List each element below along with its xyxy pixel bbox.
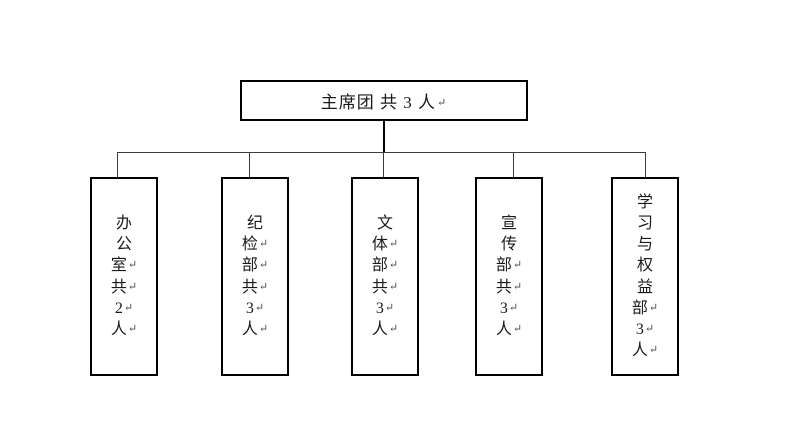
label-glyph: 文 — [376, 215, 393, 233]
label-glyph: 人↵ — [371, 320, 399, 338]
label-glyph: 纪 — [246, 215, 263, 233]
connector-drop-culture-sports — [383, 152, 384, 178]
label-glyph: 共↵ — [241, 278, 269, 296]
label-glyph: 部↵ — [631, 299, 659, 317]
return-mark-icon: ↵ — [258, 280, 269, 293]
label-glyph: 3↵ — [245, 299, 265, 317]
label-glyph: 共↵ — [110, 278, 138, 296]
label-glyph: 部↵ — [371, 257, 399, 275]
connector-root-stem — [383, 121, 385, 153]
label-glyph: 宣 — [500, 215, 517, 233]
label-glyph: 共↵ — [371, 278, 399, 296]
label-glyph: 益 — [636, 278, 653, 296]
return-mark-icon: ↵ — [512, 280, 523, 293]
connector-drop-office — [117, 152, 118, 178]
connector-drop-discipline-inspection — [249, 152, 250, 178]
return-mark-icon: ↵ — [258, 322, 269, 335]
label-glyph: 权 — [636, 257, 653, 275]
label-glyph: 传 — [500, 236, 517, 254]
return-mark-icon: ↵ — [254, 301, 265, 314]
return-mark-icon: ↵ — [127, 322, 138, 335]
return-mark-icon: ↵ — [123, 301, 134, 314]
return-mark-icon: ↵ — [384, 301, 395, 314]
label-glyph: 公 — [115, 236, 132, 254]
return-mark-icon: ↵ — [512, 259, 523, 272]
label-glyph: 室↵ — [110, 257, 138, 275]
label-glyph: 3↵ — [499, 299, 519, 317]
child-node-study-and-rights-label: 学习与权益部↵ 3↵ 人↵ — [613, 179, 677, 374]
child-node-discipline-inspection-label: 纪检↵ 部↵ 共↵ 3↵ 人↵ — [223, 179, 287, 374]
label-glyph: 人↵ — [110, 320, 138, 338]
label-glyph: 人↵ — [631, 341, 659, 359]
child-node-discipline-inspection[interactable]: 纪检↵ 部↵ 共↵ 3↵ 人↵ — [221, 177, 289, 376]
label-glyph: 办 — [115, 215, 132, 233]
label-glyph: 3↵ — [375, 299, 395, 317]
label-glyph: 2↵ — [114, 299, 134, 317]
child-node-study-and-rights[interactable]: 学习与权益部↵ 3↵ 人↵ — [611, 177, 679, 376]
return-mark-icon: ↵ — [258, 238, 269, 251]
label-glyph: 与 — [636, 236, 653, 254]
return-mark-icon: ↵ — [508, 301, 519, 314]
return-mark-icon: ↵ — [648, 343, 659, 356]
return-mark-icon: ↵ — [648, 301, 659, 314]
child-node-culture-sports[interactable]: 文体↵ 部↵ 共↵ 3↵ 人↵ — [351, 177, 419, 376]
label-glyph: 部↵ — [495, 257, 523, 275]
label-glyph: 体↵ — [371, 236, 399, 254]
child-node-office[interactable]: 办公室↵ 共↵ 2↵ 人↵ — [90, 177, 158, 376]
label-glyph: 学 — [636, 194, 653, 212]
child-node-publicity[interactable]: 宣传部↵ 共↵ 3↵ 人↵ — [475, 177, 543, 376]
connector-drop-publicity — [513, 152, 514, 178]
connector-horizontal-bus — [117, 152, 645, 153]
return-mark-icon: ↵ — [388, 322, 399, 335]
label-glyph: 部↵ — [241, 257, 269, 275]
return-mark-icon: ↵ — [644, 322, 655, 335]
label-glyph: 检↵ — [241, 236, 269, 254]
label-glyph: 3↵ — [635, 320, 655, 338]
child-node-publicity-label: 宣传部↵ 共↵ 3↵ 人↵ — [477, 179, 541, 374]
child-node-office-label: 办公室↵ 共↵ 2↵ 人↵ — [92, 179, 156, 374]
return-mark-icon: ↵ — [258, 259, 269, 272]
label-glyph: 共↵ — [495, 278, 523, 296]
connector-drop-study-and-rights — [645, 152, 646, 178]
child-node-culture-sports-label: 文体↵ 部↵ 共↵ 3↵ 人↵ — [353, 179, 417, 374]
label-glyph: 人↵ — [241, 320, 269, 338]
return-mark-icon: ↵ — [388, 259, 399, 272]
return-mark-icon: ↵ — [512, 322, 523, 335]
label-glyph: 人↵ — [495, 320, 523, 338]
root-node-chairmanship[interactable]: 主席团 共 3 人↵ — [240, 80, 528, 121]
return-mark-icon: ↵ — [388, 280, 399, 293]
return-mark-icon: ↵ — [388, 238, 399, 251]
return-mark-icon: ↵ — [437, 97, 448, 109]
root-node-label: 主席团 共 3 人↵ — [320, 93, 448, 112]
label-glyph: 习 — [636, 215, 653, 233]
return-mark-icon: ↵ — [127, 259, 138, 272]
return-mark-icon: ↵ — [127, 280, 138, 293]
